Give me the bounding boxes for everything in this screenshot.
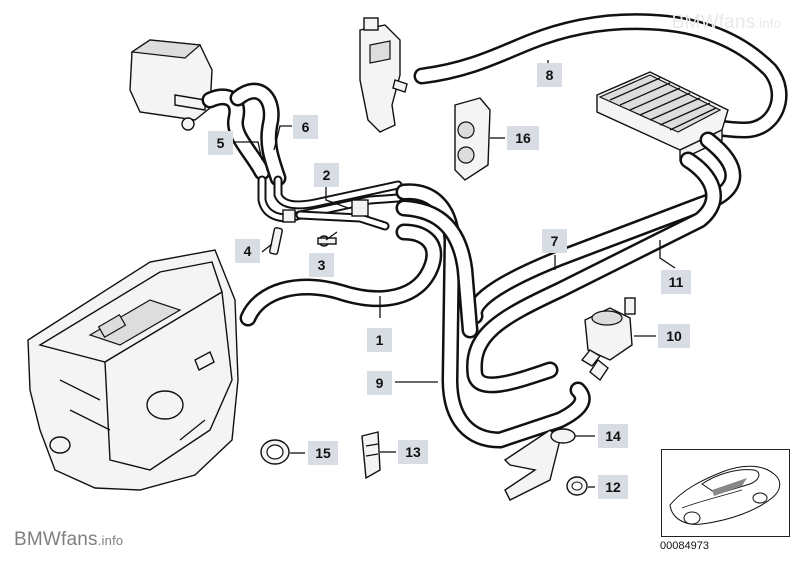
clamp-15 xyxy=(260,439,290,465)
vehicle-thumbnail xyxy=(661,449,790,537)
callout-8[interactable]: 8 xyxy=(537,63,562,87)
clamp-12 xyxy=(566,476,588,496)
callout-4[interactable]: 4 xyxy=(235,239,260,263)
expansion-tank xyxy=(129,39,213,131)
watermark-bottom: BMWfans.info xyxy=(14,529,124,550)
callout-1[interactable]: 1 xyxy=(367,328,392,352)
bracket-16 xyxy=(454,97,491,181)
callout-16[interactable]: 16 xyxy=(507,126,539,150)
coolant-reservoir xyxy=(359,17,408,133)
callout-10[interactable]: 10 xyxy=(658,324,690,348)
leader-lines xyxy=(235,60,676,488)
callout-15[interactable]: 15 xyxy=(308,441,338,465)
document-number: 00084973 xyxy=(660,540,709,552)
bolt-3 xyxy=(317,235,337,247)
car-icon xyxy=(669,465,781,525)
callout-7[interactable]: 7 xyxy=(542,229,567,253)
water-valve xyxy=(580,297,636,382)
bolt-4 xyxy=(269,227,283,255)
engine-block xyxy=(27,249,239,491)
watermark-top: BMWfans.info xyxy=(671,12,781,33)
callout-5[interactable]: 5 xyxy=(208,131,233,155)
callout-6[interactable]: 6 xyxy=(293,115,318,139)
callout-13[interactable]: 13 xyxy=(398,440,428,464)
pipe-assembly xyxy=(257,175,403,231)
callout-12[interactable]: 12 xyxy=(598,475,628,499)
callout-2[interactable]: 2 xyxy=(314,163,339,187)
callout-14[interactable]: 14 xyxy=(598,424,628,448)
callout-9[interactable]: 9 xyxy=(367,371,392,395)
clip-13 xyxy=(361,431,381,480)
callout-3[interactable]: 3 xyxy=(309,253,334,277)
callout-11[interactable]: 11 xyxy=(661,270,691,294)
